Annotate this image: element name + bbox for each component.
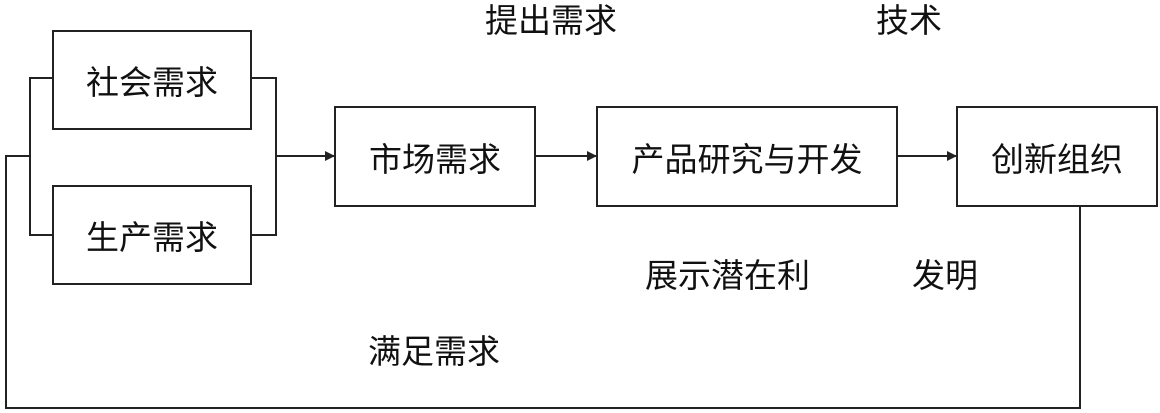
satisfy-demand-label: 满足需求	[368, 332, 500, 371]
innovation-org-label: 创新组织	[991, 139, 1123, 179]
propose-demand-label: 提出需求	[485, 1, 617, 40]
production-demand-label: 生产需求	[86, 218, 218, 257]
invention-label: 发明	[912, 256, 978, 295]
innovation-org-box: 创新组织	[956, 106, 1158, 207]
product-rd-label: 产品研究与开发	[631, 139, 863, 179]
technology-label: 技术	[876, 1, 942, 40]
market-demand-label: 市场需求	[369, 139, 501, 179]
social-demand-label: 社会需求	[86, 63, 218, 102]
show-potential-label: 展示潜在利	[645, 256, 810, 295]
feedback-loop-line	[5, 155, 1081, 409]
social-demand-box: 社会需求	[52, 30, 252, 130]
right-bracket-line	[252, 77, 277, 236]
product-rd-box: 产品研究与开发	[596, 106, 898, 207]
market-demand-box: 市场需求	[334, 106, 536, 207]
left-bracket-line	[29, 77, 52, 236]
production-demand-box: 生产需求	[52, 185, 252, 285]
